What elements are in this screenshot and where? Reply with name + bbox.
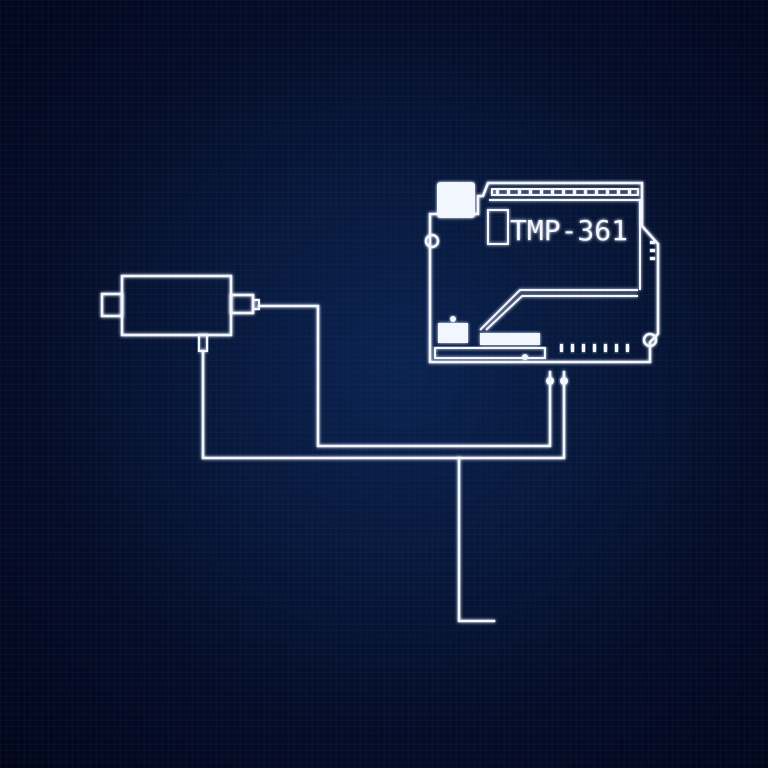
wire-ground [457,456,496,623]
sensor-left-tab [100,292,124,318]
board-trace-diagonal-2 [485,295,638,331]
regulator-chip [480,333,540,345]
board-trace-diagonal [479,289,638,331]
mount-hole-right [642,332,658,348]
wire-signal [257,304,552,448]
pin-b-joint [560,377,568,385]
bottom-rail [434,347,546,359]
sensor-right-tab [229,293,255,315]
top-header-pins [496,190,631,194]
bottom-header-pins [560,344,629,352]
board-outline [428,181,660,364]
sensor-bottom-lead [198,334,208,352]
top-header [491,188,639,196]
power-jack-pin [450,316,456,322]
wire-power [201,349,566,460]
pin-a-joint [546,377,554,385]
microcontroller-board: TMP-361 [424,181,660,364]
side-pin [650,241,655,244]
usb-connector [437,182,475,218]
sensor-connector [252,299,260,310]
side-pin [650,257,655,260]
power-jack [438,323,468,343]
wires [201,304,568,623]
sensor-module [100,274,260,352]
led-indicator [522,354,528,360]
side-pin [650,249,655,252]
chip-pins [487,209,509,245]
board-trace-top [489,199,641,290]
mount-hole-left [424,233,440,249]
board-label: TMP-361 [510,214,628,247]
sensor-body [120,274,233,337]
